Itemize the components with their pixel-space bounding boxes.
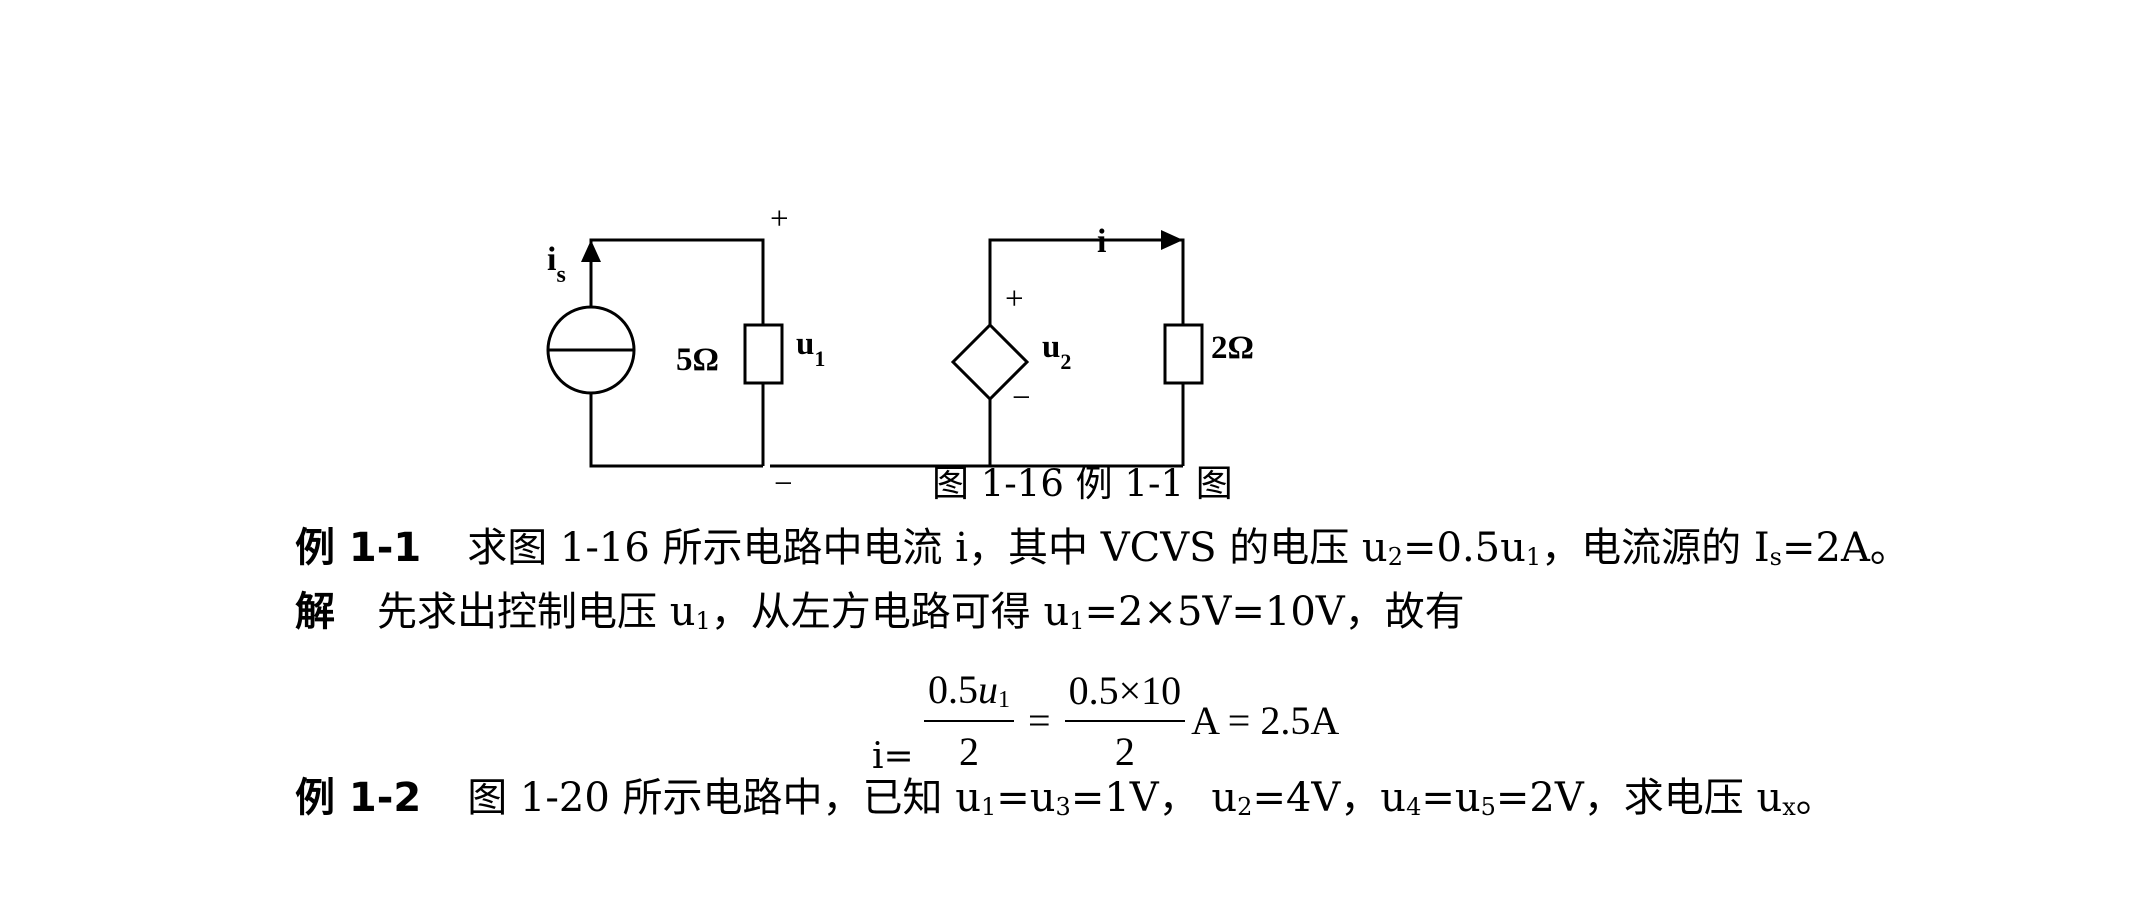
equation-lhs: i=: [872, 736, 914, 777]
solution-heading: 解: [295, 589, 335, 635]
equation-result: A = 2.5A: [1191, 698, 1340, 743]
label-current-i: i: [1097, 223, 1106, 260]
label-is: is: [547, 241, 566, 288]
label-plus-src: +: [1005, 281, 1024, 317]
example-1-text: 求图 1-16 所示电路中电流 i，其中 VCVS 的电压 u2=0.5u1，电…: [467, 525, 1910, 571]
arrow-is: [581, 240, 601, 262]
example-2-heading: 例 1-2: [295, 775, 422, 821]
example-2-text: 图 1-20 所示电路中，已知 u1=u3=1V， u2=4V，u4=u5=2V…: [467, 775, 1836, 821]
label-minus-bottom: −: [774, 466, 793, 502]
wire-left-loop-top: [589, 238, 765, 325]
label-plus-top: +: [770, 201, 789, 237]
fraction-1: 0.5u1 2: [924, 666, 1014, 775]
solution-text: 先求出控制电压 u1，从左方电路可得 u1=2×5V=10V，故有: [377, 589, 1465, 635]
equals-sign: =: [1028, 698, 1051, 743]
vcvs-diamond: [950, 322, 1030, 402]
equation: 0.5u1 2 = 0.5×10 2 A = 2.5A: [918, 666, 1339, 775]
label-minus-src: −: [1012, 380, 1031, 416]
example-1-heading: 例 1-1: [295, 525, 422, 571]
label-r2: 2Ω: [1211, 330, 1254, 366]
resistor-5ohm: [743, 323, 784, 385]
solution-line: 解先求出控制电压 u1，从左方电路可得 u1=2×5V=10V，故有: [295, 586, 1465, 647]
fraction-2: 0.5×10 2: [1064, 667, 1186, 775]
arrow-i: [1161, 230, 1183, 250]
figure-caption: 图 1-16 例 1-1 图: [932, 462, 1233, 505]
wire-right-loop-top: [988, 238, 1185, 325]
wire-left-loop-bottom: [589, 394, 763, 468]
resistor-2ohm: [1163, 323, 1204, 385]
example-1-line: 例 1-1 求图 1-16 所示电路中电流 i，其中 VCVS 的电压 u2=0.…: [295, 522, 1910, 583]
example-2-line: 例 1-2 图 1-20 所示电路中，已知 u1=u3=1V， u2=4V，u4=…: [295, 772, 1836, 833]
circuit-diagram: is 5Ω u1 + − + − u2 i 2Ω: [546, 201, 1254, 502]
label-u1: u1: [796, 326, 825, 371]
label-u2: u2: [1042, 329, 1071, 374]
label-r1: 5Ω: [676, 342, 719, 378]
